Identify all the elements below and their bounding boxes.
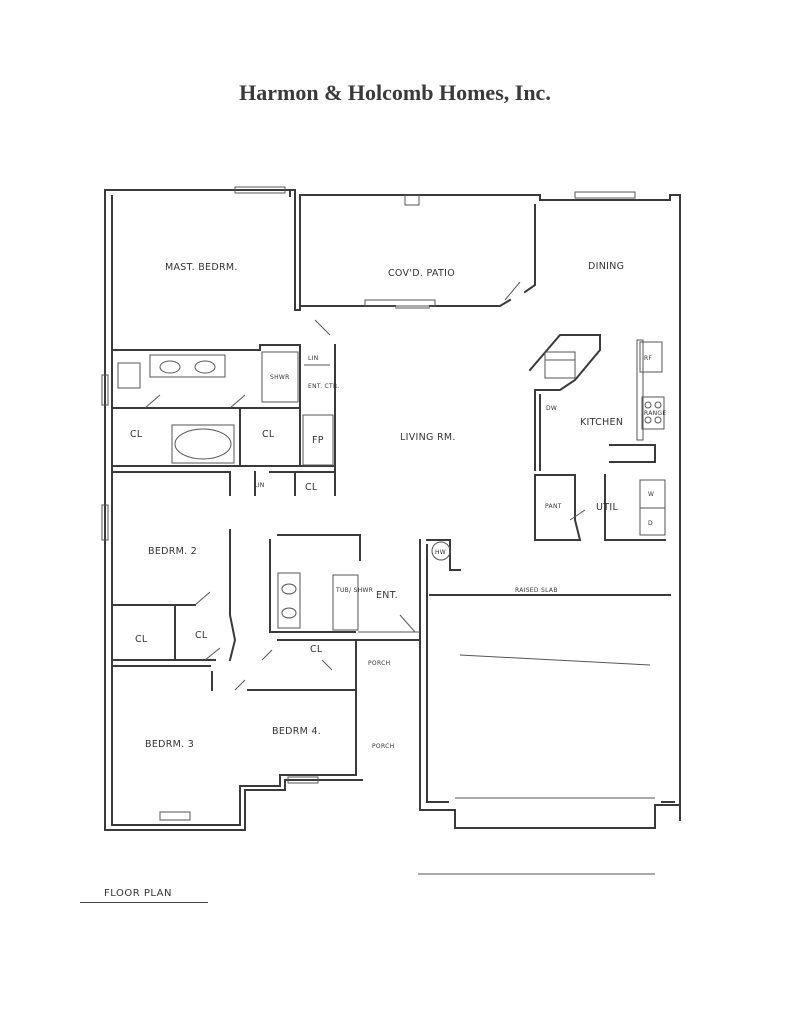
bedroom-wing-walls: [111, 471, 420, 691]
dryer-label: D: [648, 520, 653, 527]
kitchen-label: KITCHEN: [580, 417, 623, 428]
entertainment-center-label: ENT. CTR.: [308, 383, 339, 390]
porch-upper-label: PORCH: [368, 660, 390, 667]
company-title: Harmon & Holcomb Homes, Inc.: [239, 80, 551, 105]
master-bedroom-label: MAST. BEDRM.: [165, 262, 238, 273]
outer-walls: [104, 189, 681, 831]
garage-walls: [426, 539, 671, 666]
refrigerator-label: RF: [644, 355, 652, 362]
kitchen-walls: [528, 334, 666, 541]
bedroom4-closet-label: CL: [310, 644, 323, 655]
bedroom2-closet-label: CL: [195, 630, 208, 641]
raised-slab-label: RAISED SLAB: [515, 587, 558, 594]
door-swings: [144, 394, 586, 691]
room-labels: MAST. BEDRM. COV'D. PATIO DINING LIVING …: [130, 261, 666, 750]
floor-plan-caption: FLOOR PLAN: [80, 888, 208, 903]
bedroom3-label: BEDRM. 3: [145, 739, 194, 750]
covered-patio-label: COV'D. PATIO: [388, 268, 455, 279]
water-heater-label: HW: [435, 549, 446, 556]
dining-label: DINING: [588, 261, 624, 272]
fireplace-label: FP: [312, 435, 324, 446]
windows: [101, 186, 644, 821]
bedroom2-label: BEDRM. 2: [148, 546, 197, 557]
master-closet-left-label: CL: [130, 429, 143, 440]
utility-label: UTIL: [596, 502, 618, 513]
pantry-label: PANT: [545, 503, 562, 510]
porch-lower-label: PORCH: [372, 743, 394, 750]
hall-linen-label: LIN: [254, 482, 265, 489]
master-bath-walls: [111, 319, 336, 471]
master-closet-right-label: CL: [262, 429, 275, 440]
linen-closet-label: LIN: [308, 355, 319, 362]
bedroom3-closet-label: CL: [135, 634, 148, 645]
tub-shower-label: TUB/ SHWR: [335, 587, 373, 594]
living-room-label: LIVING RM.: [400, 432, 456, 443]
patio-dining-walls: [299, 194, 536, 309]
dishwasher-label: DW: [546, 405, 557, 412]
washer-label: W: [648, 491, 654, 498]
shower-label: SHWR: [270, 374, 290, 381]
hall-closet-label: CL: [305, 482, 318, 493]
entry-label: ENT.: [376, 590, 398, 601]
range-label: RANGE: [644, 410, 666, 417]
bedroom4-label: BEDRM 4.: [272, 726, 321, 737]
